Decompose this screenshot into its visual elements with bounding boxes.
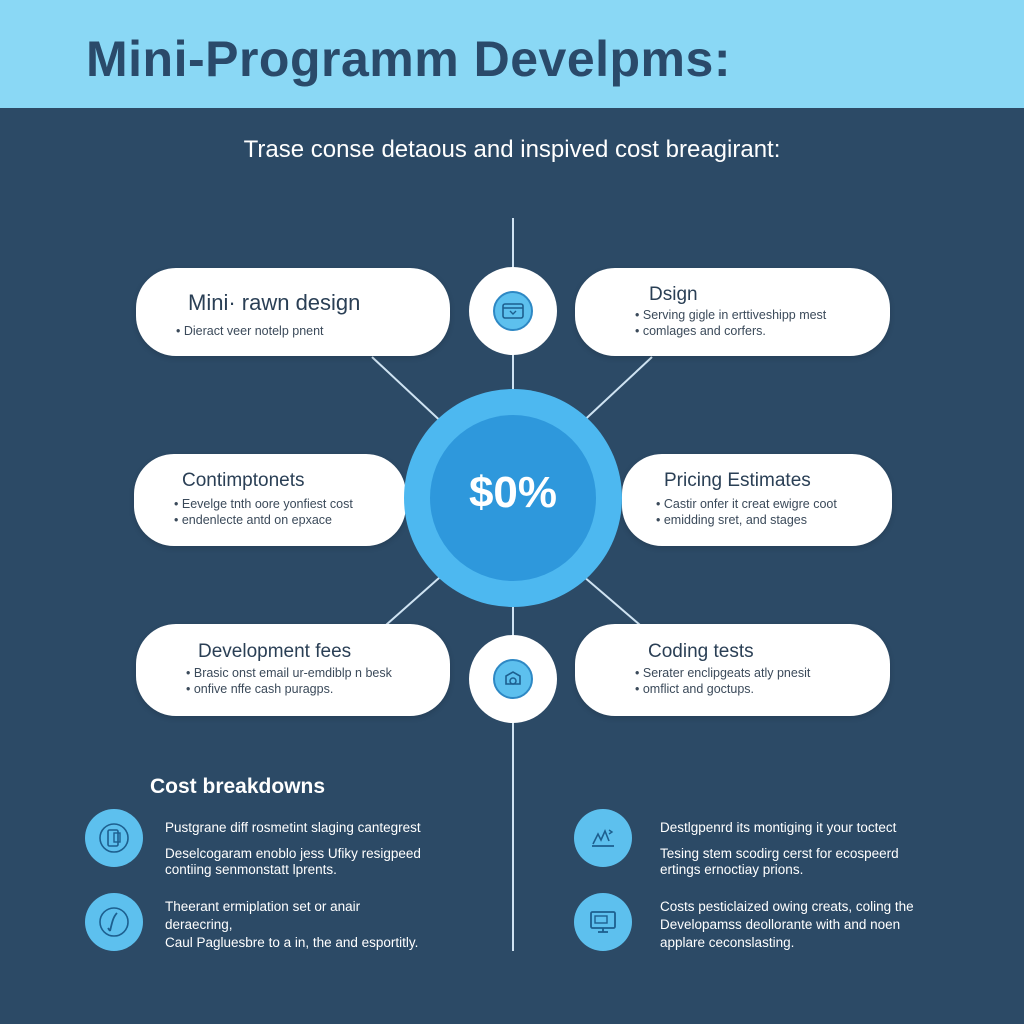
card-mini-design: Mini· rawn design • Dieract veer notelp … — [136, 268, 450, 356]
card-bullet: • Serving gigle in erttiveshipp mest — [635, 308, 827, 322]
card-bullet: • Dieract veer notelp pnent — [176, 324, 324, 338]
connector-top-left — [371, 356, 449, 429]
breakdown-item-1-line-1: Pustgrane diff rosmetint slaging cantegr… — [165, 820, 421, 835]
card-bullet: • emidding sret, and stages — [656, 513, 807, 527]
breakdown-item-3-line-3: ertings ernoctiay prions. — [660, 862, 804, 877]
card-development-fees: Development fees • Brasic onst email ur-… — [136, 624, 450, 716]
breakdown-item-4-line-2: Developamss deollorante with and noen — [660, 917, 901, 932]
header-band: Mini-Programm Develpms: — [0, 0, 1024, 108]
card-bullet: • endenlecte antd on epxace — [174, 513, 332, 527]
connector-bottom-left — [385, 569, 449, 626]
breakdowns-title: Cost breakdowns — [150, 775, 326, 798]
card-bullet: • Serater enclipgeats atly pnesit — [635, 666, 811, 680]
paint-bucket-icon — [493, 659, 533, 699]
breakdown-item-4-line-3: applare ceconslasting. — [660, 935, 795, 950]
card-title: Contimptonets — [182, 470, 305, 491]
growth-graph-icon — [574, 809, 632, 867]
card-title: Pricing Estimates — [664, 470, 811, 491]
card-title: Coding tests — [648, 641, 754, 662]
card-pricing-estimates: Pricing Estimates • Castir onfer it crea… — [622, 454, 892, 546]
connector-top-right — [575, 356, 653, 429]
card-contimptonets: Contimptonets • Eevelge tnth oore yonfie… — [134, 454, 406, 546]
hub-percentage: $0% — [468, 468, 558, 517]
card-coding-tests: Coding tests • Serater enclipgeats atly … — [575, 624, 890, 716]
breakdown-item-1-line-2: Deselcogaram enoblo jess Ufiky resigpeed — [165, 846, 421, 861]
page-title: Mini-Programm Develpms: — [86, 31, 731, 87]
card-title: Dsign — [649, 284, 698, 305]
central-hub-core — [430, 415, 596, 581]
vertical-connector-bottom — [512, 606, 514, 951]
card-bullet: • onfive nffe cash puragps. — [186, 682, 334, 696]
breakdown-item-3-line-1: Destlgpenrd its montiging it your toctec… — [660, 820, 897, 835]
breakdown-item-4-line-1: Costs pesticlaized owing creats, coling … — [660, 899, 914, 914]
subtitle: Trase conse detaous and inspived cost br… — [243, 136, 781, 163]
card-design: Dsign • Serving gigle in erttiveshipp me… — [575, 268, 890, 356]
stylus-icon — [85, 893, 143, 951]
top-connector-node — [469, 267, 557, 355]
breakdown-item-1-line-3: contiing senmonstatt lprents. — [165, 862, 337, 877]
card-bullet: • Castir onfer it creat ewigre coot — [656, 497, 837, 511]
mobile-app-icon — [85, 809, 143, 867]
connector-bottom-right — [575, 569, 641, 626]
card-title: Development fees — [198, 641, 352, 662]
monitor-icon — [574, 893, 632, 951]
breakdown-item-2-line-2: deraecring, — [165, 917, 233, 932]
card-bullet: • omflict and goctups. — [635, 682, 755, 696]
breakdown-item-2-line-3: Caul Pagluesbre to a in, the and esporti… — [165, 935, 419, 950]
card-bullet: • Eevelge tnth oore yonfiest cost — [174, 497, 353, 511]
breakdown-item-2-line-1: Theerant ermiplation set or anair — [165, 899, 361, 914]
browser-window-icon — [493, 291, 533, 331]
breakdown-item-3-line-2: Tesing stem scodirg cerst for ecospeerd — [660, 846, 899, 861]
card-bullet: • Brasic onst email ur-emdiblp n besk — [186, 666, 392, 680]
bottom-connector-node — [469, 635, 557, 723]
card-bullet: • comlages and corfers. — [635, 324, 766, 338]
card-title: Mini· rawn design — [188, 290, 361, 315]
